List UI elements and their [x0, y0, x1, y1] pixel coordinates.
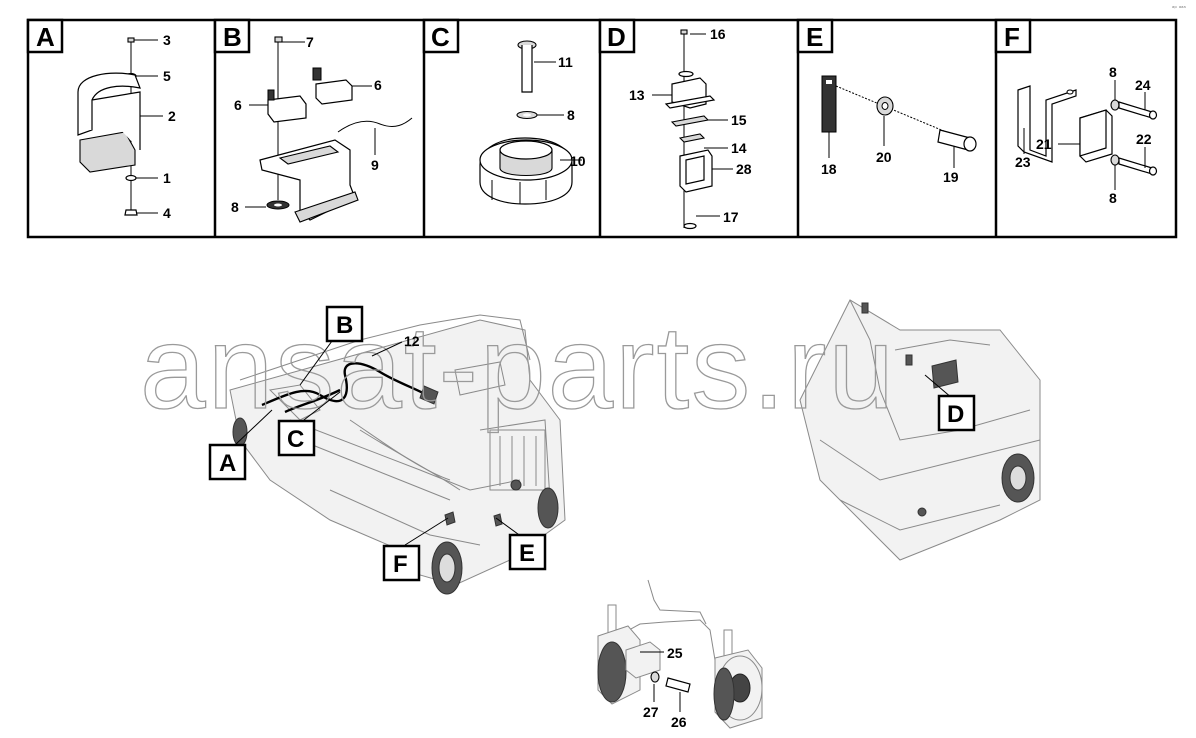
callout-number: 28 — [736, 161, 752, 177]
panel-d-letter: D — [607, 22, 626, 52]
panel-b-letter-box: B — [213, 18, 251, 54]
panel-d-drawing: 16 13 15 14 28 17 — [629, 26, 752, 230]
detail-panels: A B C D E F — [26, 18, 1178, 239]
callout-number: 8 — [1109, 64, 1117, 80]
location-label-b: B — [336, 312, 353, 339]
panel-f-letter-box: F — [994, 18, 1032, 54]
watermark-text: ansat-parts.ru — [140, 302, 896, 434]
callout-number: 18 — [821, 161, 837, 177]
callout-number: 6 — [234, 97, 242, 113]
callout-number: 12 — [404, 333, 420, 349]
corner-mark: ᵃᵖ ᵃᵃᵃ — [1172, 5, 1186, 12]
callout-number: 13 — [629, 87, 645, 103]
panel-f-letter: F — [1004, 22, 1020, 52]
callout-number: 11 — [558, 54, 573, 70]
callout-number: 15 — [731, 112, 747, 128]
wheel-view: 25 27 26 — [597, 579, 763, 730]
panel-c-letter-box: C — [422, 18, 460, 54]
callout-number: 25 — [667, 645, 683, 661]
location-label-d: D — [947, 401, 964, 428]
callout-number: 4 — [163, 205, 171, 221]
location-labels: B A C F E D 12 — [208, 305, 976, 582]
callout-number: 2 — [168, 108, 176, 124]
panel-b-letter: B — [223, 22, 242, 52]
panel-e-drawing: 18 20 19 — [821, 75, 977, 185]
location-label-f: F — [393, 551, 408, 578]
machine-view-right — [799, 299, 1041, 561]
callout-number: 8 — [231, 199, 239, 215]
panel-c-drawing: 11 8 10 — [479, 40, 586, 205]
callout-number: 9 — [371, 157, 379, 173]
callout-number: 1 — [163, 170, 171, 186]
panel-a-letter: A — [36, 22, 55, 52]
panel-b-drawing: 7 6 6 9 8 — [231, 34, 413, 223]
callout-number: 24 — [1135, 77, 1151, 93]
callout-number: 8 — [567, 107, 575, 123]
machine-view-left — [229, 314, 566, 595]
callout-number: 5 — [163, 68, 171, 84]
callout-number: 23 — [1015, 154, 1031, 170]
callout-number: 16 — [710, 26, 726, 42]
callout-number: 6 — [374, 77, 382, 93]
location-label-a: A — [219, 450, 236, 477]
callout-number: 8 — [1109, 190, 1117, 206]
callout-number: 26 — [671, 714, 687, 730]
callout-number: 3 — [163, 32, 171, 48]
callout-number: 22 — [1136, 131, 1152, 147]
panel-c-letter: C — [431, 22, 450, 52]
callout-number: 7 — [306, 34, 314, 50]
callout-number: 20 — [876, 149, 892, 165]
panel-f-drawing: 8 24 23 21 22 8 — [1015, 64, 1158, 206]
callout-number: 17 — [723, 209, 739, 225]
callout-number: 10 — [570, 153, 586, 169]
callout-number: 21 — [1036, 136, 1052, 152]
panel-e-letter: E — [806, 22, 823, 52]
location-label-e: E — [519, 540, 535, 567]
panel-e-letter-box: E — [796, 18, 834, 54]
callout-number: 27 — [643, 704, 659, 720]
panel-d-letter-box: D — [598, 18, 636, 54]
location-label-c: C — [287, 426, 304, 453]
panel-a-letter-box: A — [26, 18, 64, 54]
callout-number: 19 — [943, 169, 959, 185]
panel-a-drawing: 3 5 2 1 4 — [77, 32, 176, 221]
callout-number: 14 — [731, 140, 747, 156]
